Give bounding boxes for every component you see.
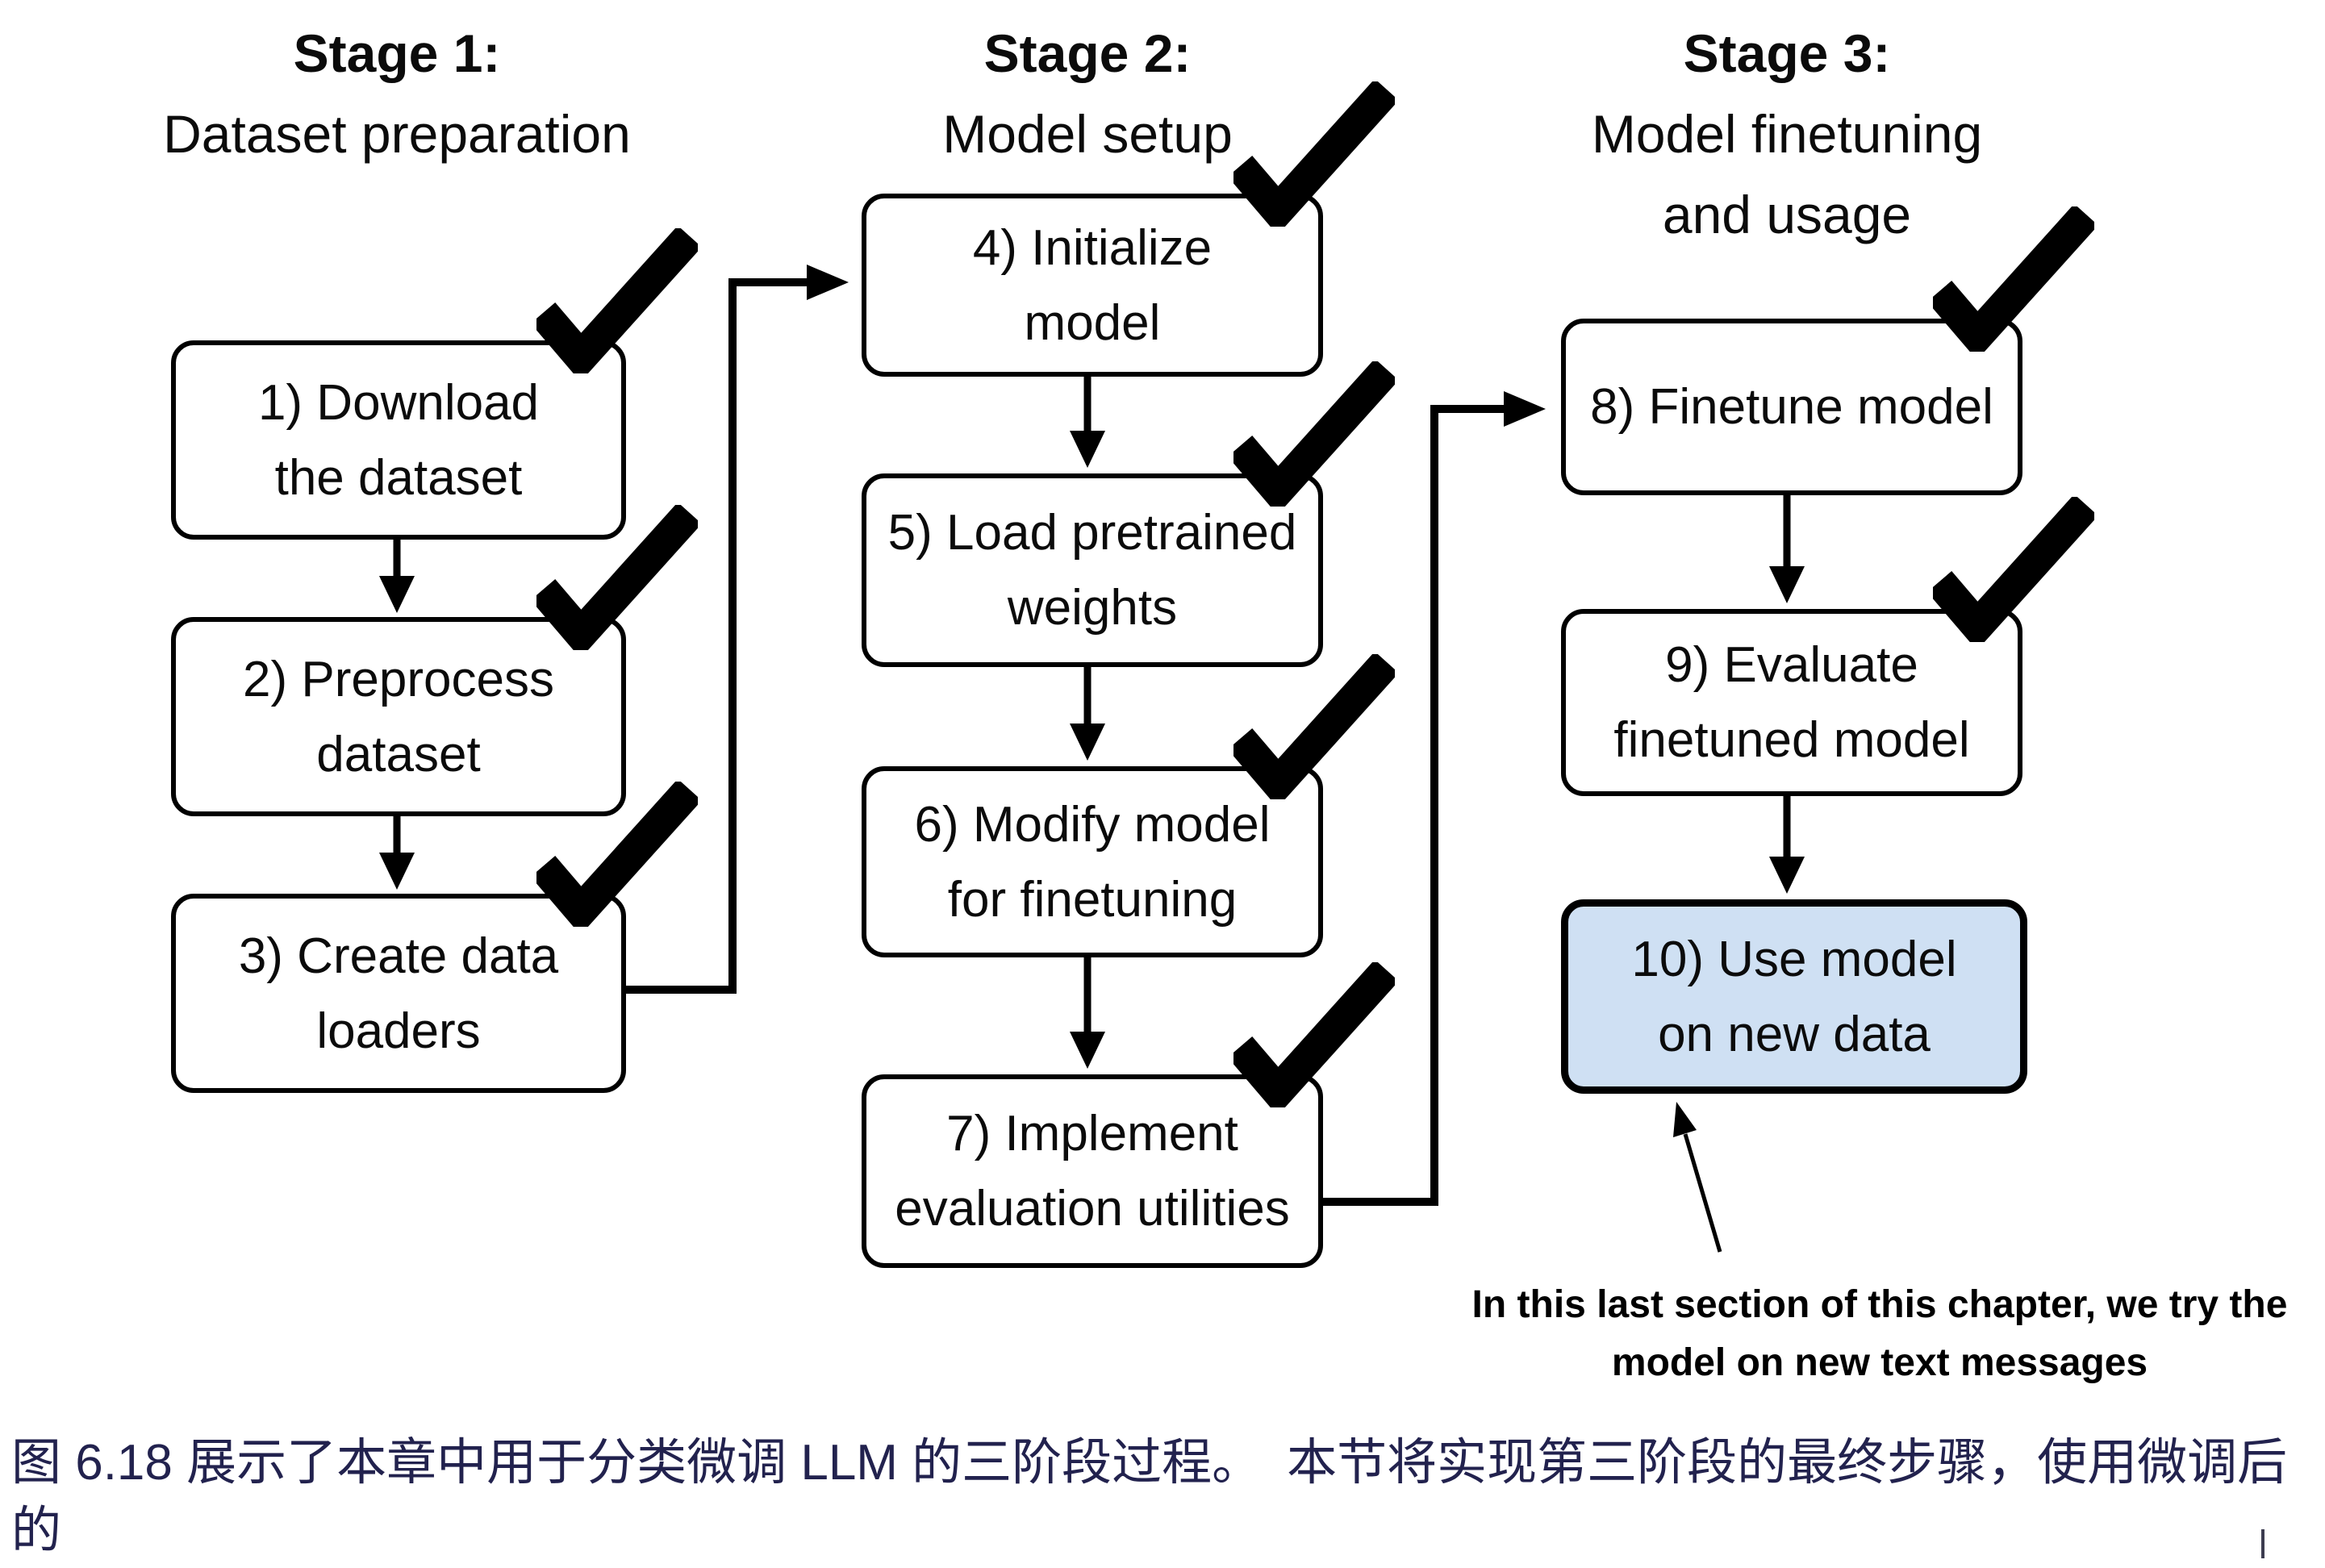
arrow-down-box2-box3 (379, 811, 415, 890)
flow-box-label: 3) Create data loaders (238, 928, 559, 1059)
elbow-connector-stage1-to-stage2 (616, 265, 849, 994)
flow-box-label: 6) Modify model for finetuning (914, 796, 1271, 928)
flow-box-2-preprocess-dataset: 2) Preprocess dataset (171, 505, 698, 816)
flow-box-label: 9) Evaluate finetuned model (1613, 637, 1970, 768)
arrow-down-box1-box2 (379, 534, 415, 613)
flow-box-10-use-model-new-data: 10) Use model on new data (1561, 899, 2027, 1094)
stage-2-subtitle: Model setup (942, 104, 1233, 164)
stage-2-title: Stage 2: (983, 23, 1192, 83)
figure-caption: 图 6.18 展示了本章中用于分类微调 LLM 的三阶段过程。 本节将实现第三阶… (11, 1435, 2288, 1558)
text-cursor (2261, 1529, 2264, 1558)
stage-3-header: Stage 3: Model finetuning and usage (1495, 13, 2079, 255)
annotation-text: In this last section of this chapter, we… (1471, 1283, 2288, 1384)
arrow-down-box4-box5 (1070, 371, 1105, 468)
stage-1-title: Stage 1: (293, 23, 501, 83)
elbow-connector-stage2-to-stage3 (1313, 391, 1546, 1206)
stage-3-subtitle: Model finetuning and usage (1591, 104, 1983, 244)
flow-box-label: 8) Finetune model (1590, 379, 1993, 435)
flow-box-7-implement-evaluation: 7) Implement evaluation utilities (862, 962, 1395, 1268)
flow-box-label: 2) Preprocess dataset (243, 651, 554, 782)
flow-box-label: 5) Load pretrained weights (887, 505, 1297, 636)
arrow-down-box9-box10 (1769, 790, 1805, 894)
arrow-down-box8-box9 (1769, 490, 1805, 603)
flow-box-label: 7) Implement evaluation utilities (895, 1106, 1290, 1236)
arrow-down-box6-box7 (1070, 952, 1105, 1069)
flow-box-label: 10) Use model on new data (1631, 931, 1957, 1062)
stage-1-header: Stage 1: Dataset preparation (105, 13, 689, 174)
flow-box-label: 1) Download the dataset (257, 374, 540, 506)
arrow-down-box5-box6 (1070, 661, 1105, 761)
flow-box-5-load-pretrained-weights: 5) Load pretrained weights (862, 361, 1395, 667)
flow-box-4-initialize-model: 4) Initialize model (862, 81, 1395, 377)
flow-box-3-create-data-loaders: 3) Create data loaders (171, 782, 698, 1093)
flow-box-6-modify-model: 6) Modify model for finetuning (862, 654, 1395, 957)
flow-box-1-download-dataset: 1) Download the dataset (171, 228, 698, 540)
flow-box-9-evaluate-finetuned-model: 9) Evaluate finetuned model (1561, 497, 2094, 796)
stage-3-title: Stage 3: (1683, 23, 1891, 83)
annotation-arrow (1673, 1102, 1722, 1253)
stage-1-subtitle: Dataset preparation (163, 104, 631, 164)
stage-2-header: Stage 2: Model setup (795, 13, 1380, 174)
flow-box-8-finetune-model: 8) Finetune model (1561, 206, 2094, 495)
flow-box-label: 4) Initialize model (972, 219, 1213, 351)
